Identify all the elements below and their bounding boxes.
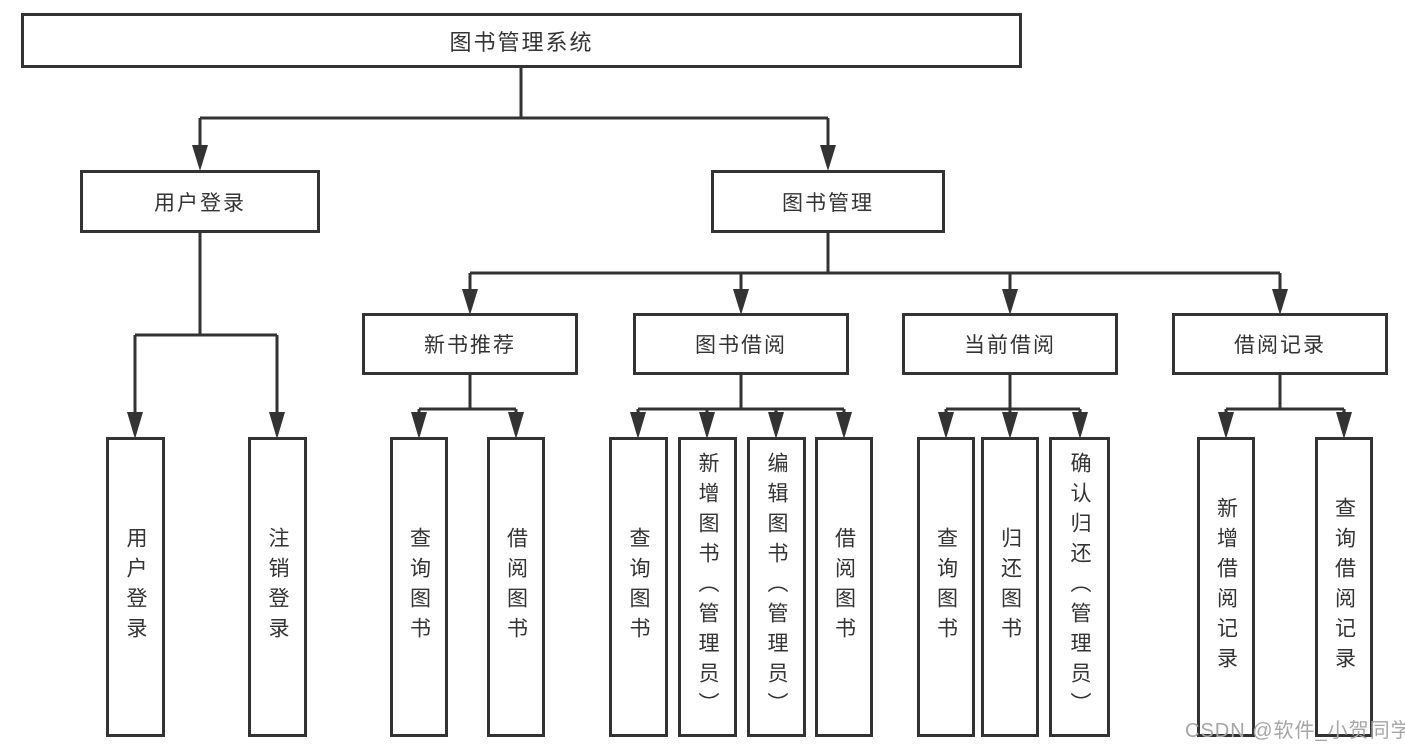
connector-current-borrow-split <box>944 375 1082 414</box>
arrow-down-icon <box>733 289 749 315</box>
connector-user-login-split <box>133 233 279 413</box>
arrow-down-icon <box>508 412 524 439</box>
connector-book-borrow-split <box>636 375 846 414</box>
leaf-borrow-books: 借阅图书 <box>487 437 545 737</box>
node-library-management-system: 图书管理系统 <box>21 13 1022 68</box>
connector-new-books-split <box>417 375 518 414</box>
node-book-management: 图书管理 <box>711 170 945 233</box>
connector-borrow-records-split <box>1224 375 1346 414</box>
connector-book-management-split <box>468 233 1282 291</box>
connector-root-split <box>198 68 830 147</box>
leaf-edit-books-admin: 编辑图书（管理员） <box>747 437 806 737</box>
leaf-borrow-books: 借阅图书 <box>815 437 873 737</box>
arrow-down-icon <box>938 412 954 439</box>
arrow-down-icon <box>1002 289 1018 315</box>
arrow-down-icon <box>768 412 784 439</box>
leaf-confirm-return-admin: 确认归还（管理员） <box>1049 437 1110 737</box>
leaf-add-borrow-record: 新增借阅记录 <box>1197 437 1255 737</box>
leaf-query-borrow-record: 查询借阅记录 <box>1315 437 1373 737</box>
arrow-down-icon <box>1002 412 1018 439</box>
leaf-logout: 注销登录 <box>248 437 307 737</box>
leaf-add-books-admin: 新增图书（管理员） <box>678 437 737 737</box>
node-book-borrow: 图书借阅 <box>633 313 849 375</box>
leaf-query-books: 查询图书 <box>609 437 668 737</box>
arrow-down-icon <box>1072 412 1088 439</box>
leaf-user-login: 用户登录 <box>106 437 165 737</box>
arrow-down-icon <box>462 289 478 315</box>
arrow-down-icon <box>699 412 715 439</box>
arrow-down-icon <box>630 412 646 439</box>
arrow-down-icon <box>269 412 285 439</box>
arrow-down-icon <box>836 412 852 439</box>
node-new-book-recommend: 新书推荐 <box>362 313 578 375</box>
node-user-login: 用户登录 <box>80 170 320 233</box>
leaf-return-books: 归还图书 <box>981 437 1039 737</box>
arrow-down-icon <box>1336 412 1352 439</box>
leaf-query-books: 查询图书 <box>390 437 448 737</box>
arrow-down-icon <box>411 412 427 439</box>
arrow-down-icon <box>1272 289 1288 315</box>
leaf-query-books: 查询图书 <box>917 437 975 737</box>
node-current-borrow: 当前借阅 <box>902 313 1118 375</box>
arrowheads <box>127 145 1352 439</box>
arrow-down-icon <box>127 412 143 439</box>
arrow-down-icon <box>820 145 836 171</box>
arrow-down-icon <box>192 145 208 171</box>
arrow-down-icon <box>1218 412 1234 439</box>
node-borrow-records: 借阅记录 <box>1172 313 1388 375</box>
